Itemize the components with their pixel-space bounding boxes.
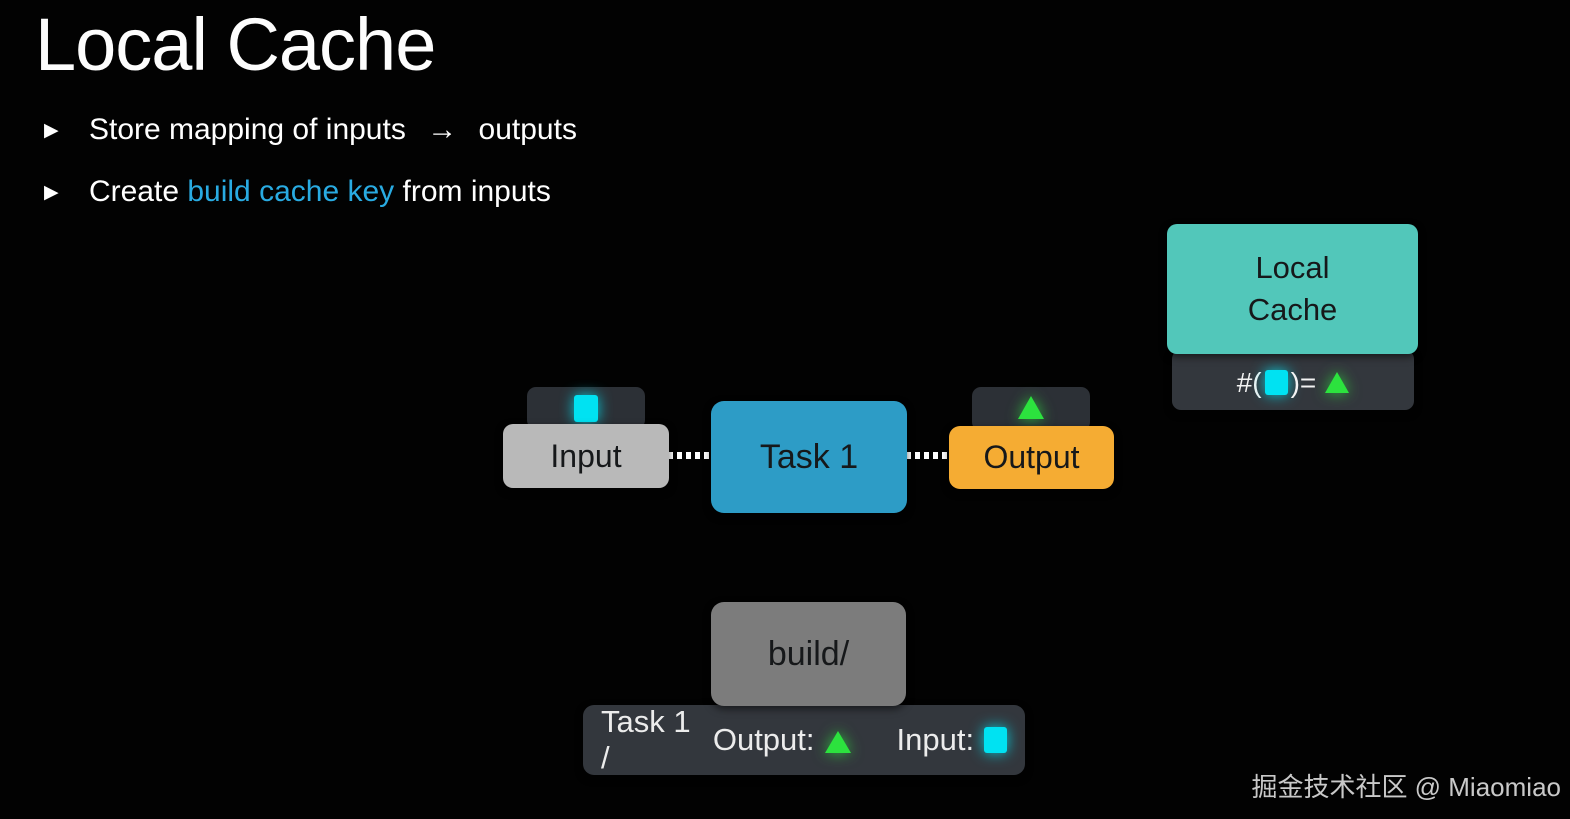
cache-formula-bar: #( )=: [1172, 350, 1414, 410]
bullet-triangle-icon: ▶: [44, 182, 59, 203]
bullet2-text-pre: Create: [88, 175, 180, 208]
connector-input-task: [668, 452, 712, 459]
output-node-label: Output: [983, 439, 1080, 475]
local-cache-label-line1: Local: [1255, 250, 1330, 285]
cyan-square-icon: [1264, 370, 1288, 395]
input-node: Input: [503, 424, 669, 488]
input-node-label: Input: [550, 437, 622, 474]
formula-prefix: #(: [1236, 366, 1262, 398]
connector-task-output: [906, 452, 950, 459]
bullet2-text-post: from inputs: [402, 175, 551, 208]
cyan-square-icon: [984, 727, 1007, 753]
page-title: Local Cache: [35, 3, 436, 86]
bullet-create-cache-key: ▶ Create build cache key from inputs: [44, 175, 551, 209]
build-dir-label: build/: [767, 634, 850, 673]
key-input-part: Input:: [896, 722, 975, 757]
green-triangle-icon: [824, 730, 851, 753]
bullet2-highlight: build cache key: [187, 175, 395, 208]
formula-equals: )=: [1290, 366, 1317, 398]
key-output-part: Output:: [712, 722, 815, 757]
key-task-part: Task 1 /: [601, 704, 691, 775]
green-triangle-icon: [1018, 395, 1044, 419]
input-port-tab: [527, 387, 645, 429]
output-node: Output: [949, 426, 1114, 489]
watermark: 掘金技术社区 @ Miaomiao: [1251, 772, 1561, 802]
bullet-triangle-icon: ▶: [44, 120, 59, 141]
bullet1-text-post: outputs: [478, 113, 577, 146]
build-dir-node: build/: [711, 602, 906, 706]
local-cache-node: Local Cache: [1167, 224, 1418, 354]
arrow-right-icon: →: [427, 113, 458, 146]
bullet1-text-pre: Store mapping of inputs: [88, 113, 406, 146]
local-cache-label-line2: Cache: [1247, 292, 1338, 327]
task1-node: Task 1: [711, 401, 907, 513]
cyan-square-icon: [574, 394, 598, 422]
green-triangle-icon: [1325, 372, 1350, 393]
bullet-store-mapping: ▶ Store mapping of inputs → outputs: [44, 113, 577, 147]
task1-node-label: Task 1: [759, 437, 859, 476]
output-port-tab: [972, 387, 1090, 431]
cache-key-bar: Task 1 / Output: Input:: [583, 704, 1025, 775]
